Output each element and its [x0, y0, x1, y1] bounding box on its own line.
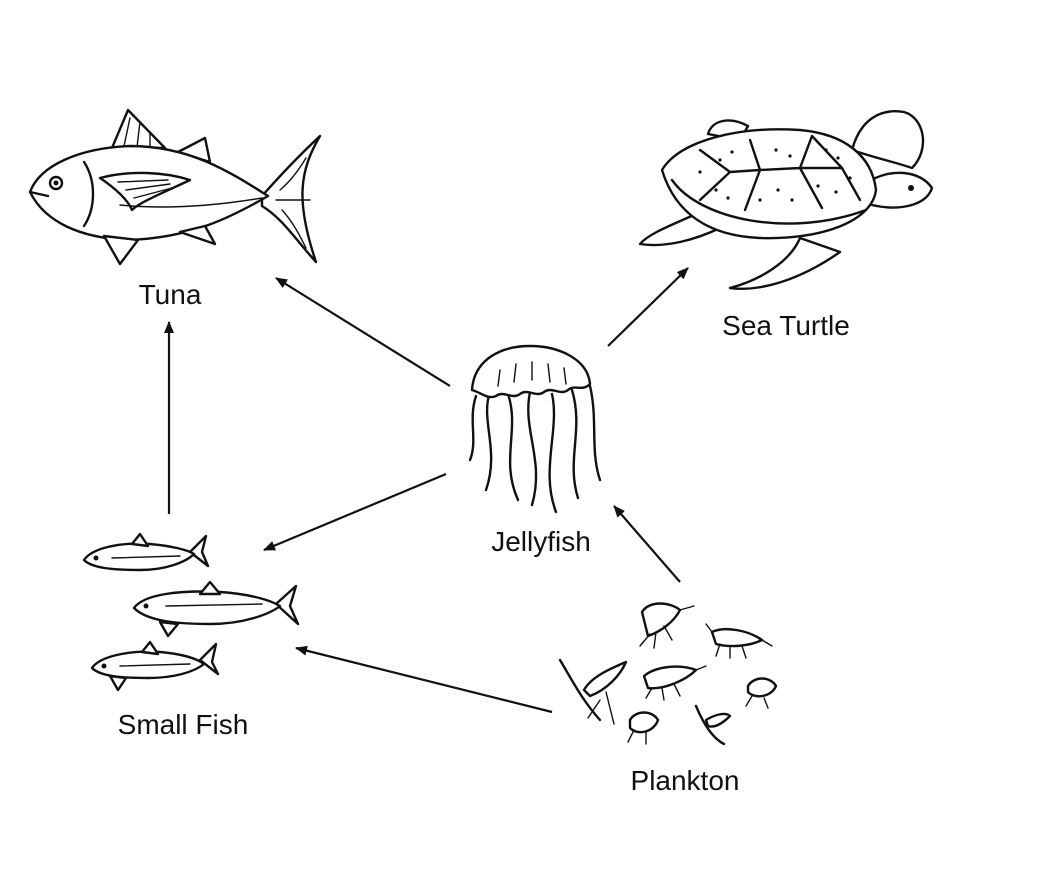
shell-speckles — [698, 148, 852, 202]
label-tuna: Tuna — [139, 279, 202, 310]
arrow-plankton-to-small-fish — [295, 645, 553, 714]
small-fish-3 — [90, 640, 220, 692]
small-fish-2 — [132, 580, 300, 638]
sea-turtle-illustration — [638, 110, 934, 290]
label-plankton: Plankton — [631, 765, 740, 796]
arrow-jellyfish-to-small-fish — [263, 472, 447, 552]
jellyfish-illustration — [468, 344, 602, 514]
arrow-jellyfish-to-tuna — [275, 277, 451, 387]
label-sea-turtle: Sea Turtle — [722, 310, 850, 341]
tuna-illustration — [28, 108, 322, 266]
arrow-plankton-to-jellyfish — [613, 505, 681, 583]
arrows — [164, 267, 689, 714]
small-fish-1 — [82, 532, 210, 572]
small-fish-illustration — [82, 532, 300, 692]
label-small-fish: Small Fish — [118, 709, 249, 740]
label-jellyfish: Jellyfish — [491, 526, 591, 557]
arrow-jellyfish-to-sea-turtle — [607, 267, 689, 347]
plankton-illustration — [558, 602, 778, 746]
